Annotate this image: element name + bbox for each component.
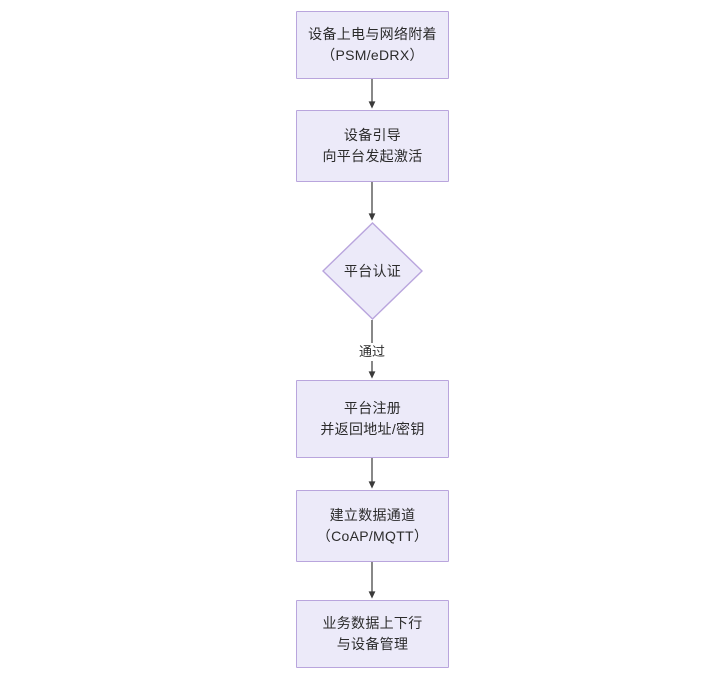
node-label-line2: 向平台发起激活 bbox=[322, 148, 423, 164]
node-label-line1: 业务数据上下行 bbox=[322, 615, 423, 631]
node-label-line1: 设备上电与网络附着 bbox=[308, 26, 437, 42]
node-label-line1: 建立数据通道 bbox=[329, 507, 416, 523]
node-establish-data-channel[interactable]: 建立数据通道 （CoAP/MQTT） bbox=[296, 490, 449, 562]
node-device-power-on[interactable]: 设备上电与网络附着 （PSM/eDRX） bbox=[296, 11, 449, 79]
node-device-bootstrap[interactable]: 设备引导 向平台发起激活 bbox=[296, 110, 449, 182]
node-label-line1: 平台认证 bbox=[343, 262, 402, 279]
node-label-line2: 与设备管理 bbox=[336, 636, 409, 652]
node-label-line2: （PSM/eDRX） bbox=[321, 47, 424, 63]
node-platform-registration[interactable]: 平台注册 并返回地址/密钥 bbox=[296, 380, 449, 458]
node-label-line2: 并返回地址/密钥 bbox=[320, 421, 425, 437]
node-label-line1: 平台注册 bbox=[343, 400, 402, 416]
node-label-line2: （CoAP/MQTT） bbox=[316, 528, 429, 544]
edge-label-pass: 通过 bbox=[355, 343, 389, 361]
diamond-shape bbox=[322, 222, 423, 320]
node-platform-authentication[interactable]: 平台认证 bbox=[322, 222, 423, 320]
node-business-data-and-device-management[interactable]: 业务数据上下行 与设备管理 bbox=[296, 600, 449, 668]
node-label-line1: 设备引导 bbox=[343, 127, 402, 143]
